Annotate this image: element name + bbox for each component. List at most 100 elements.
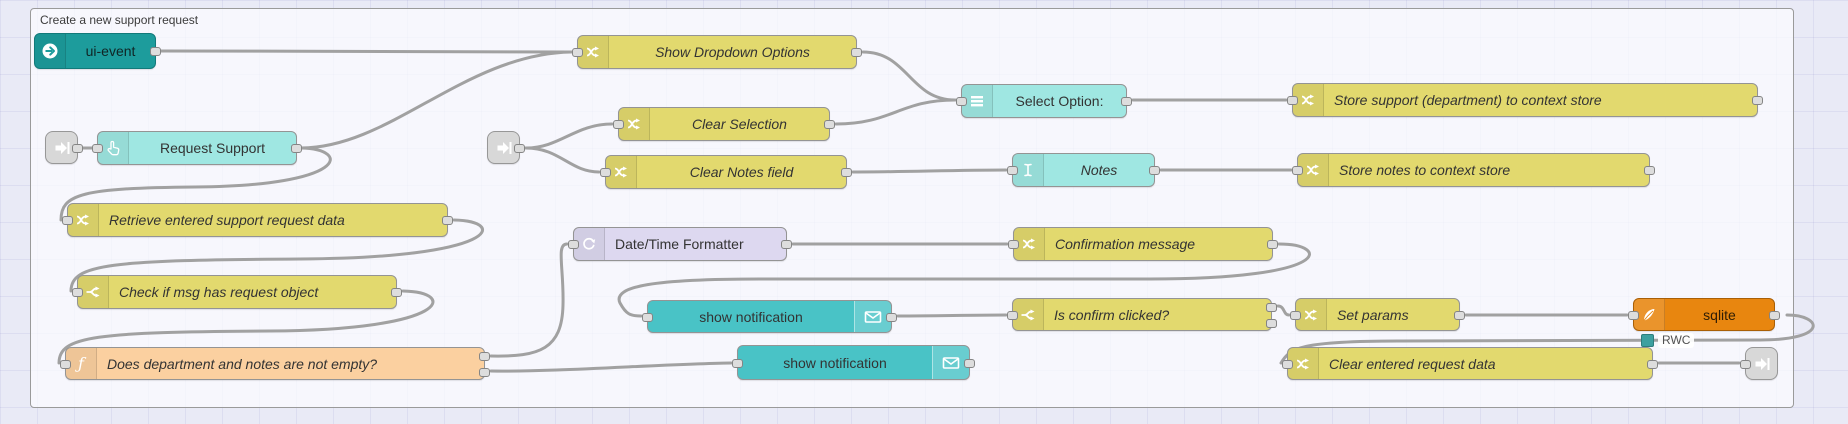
- input-port[interactable]: [1007, 166, 1018, 175]
- node-datetime-formatter[interactable]: Date/Time Formatter: [568, 227, 792, 261]
- output-port[interactable]: [1267, 240, 1278, 249]
- node-label: Set params: [1337, 306, 1409, 323]
- wire-requestsupport-retrieve[interactable]: [59, 146, 332, 222]
- output-port[interactable]: [1752, 96, 1763, 105]
- link-in-icon: [496, 140, 512, 156]
- input-port[interactable]: [1290, 311, 1301, 320]
- wire-check-doesdepartment[interactable]: [57, 289, 435, 365]
- input-port[interactable]: [613, 120, 624, 129]
- input-port[interactable]: [1628, 311, 1639, 320]
- output-port[interactable]: [391, 288, 402, 297]
- node-store-notes-context[interactable]: Store notes to context store: [1292, 153, 1655, 187]
- node-label: Is confirm clicked?: [1054, 306, 1170, 323]
- input-port[interactable]: [956, 97, 967, 106]
- node-clear-notes-field[interactable]: Clear Notes field: [600, 155, 852, 189]
- node-is-confirm-clicked[interactable]: Is confirm clicked?: [1007, 298, 1277, 331]
- input-port[interactable]: [62, 216, 73, 225]
- output-port[interactable]: [886, 313, 897, 322]
- node-retrieve-request-data[interactable]: Retrieve entered support request data: [62, 203, 453, 237]
- output-port[interactable]: [514, 144, 525, 153]
- output-port-2[interactable]: [1266, 319, 1277, 328]
- input-port[interactable]: [92, 144, 103, 153]
- input-port[interactable]: [732, 359, 743, 368]
- link-out-node[interactable]: [1740, 347, 1778, 380]
- input-port[interactable]: [1282, 360, 1293, 369]
- node-select-option[interactable]: Select Option:: [956, 84, 1132, 118]
- input-port[interactable]: [1007, 311, 1018, 320]
- output-port[interactable]: [1769, 311, 1780, 320]
- link-in-node[interactable]: [487, 131, 525, 164]
- link-out-icon: [1754, 356, 1770, 372]
- output-port[interactable]: [1149, 166, 1160, 175]
- wire-retrieve-check[interactable]: [69, 218, 485, 293]
- node-label: Notes: [1080, 162, 1118, 178]
- input-port[interactable]: [568, 240, 579, 249]
- output-port[interactable]: [841, 168, 852, 177]
- wire-showdropdown-selectoption[interactable]: [861, 50, 957, 102]
- shuffle-icon: [1288, 348, 1319, 379]
- link-in-node[interactable]: [45, 131, 83, 164]
- output-port[interactable]: [442, 216, 453, 225]
- node-label: Check if msg has request object: [119, 284, 319, 300]
- wire-uievent-showdropdown[interactable]: [157, 49, 573, 54]
- output-port[interactable]: [1121, 97, 1132, 106]
- node-notes[interactable]: Notes: [1007, 153, 1160, 187]
- output-port-2[interactable]: [479, 368, 490, 377]
- output-port-1[interactable]: [1266, 303, 1277, 312]
- sqlite-status: RWC: [1641, 333, 1695, 348]
- text-cursor-icon: [1013, 154, 1044, 186]
- input-port[interactable]: [1008, 240, 1019, 249]
- output-port[interactable]: [1454, 311, 1465, 320]
- input-port[interactable]: [1292, 166, 1303, 175]
- input-port[interactable]: [1287, 96, 1298, 105]
- clockwise-arrow-icon: [574, 228, 605, 260]
- node-show-notification[interactable]: show notification: [642, 300, 897, 333]
- input-port[interactable]: [600, 168, 611, 177]
- wire-confirmation-notification1[interactable]: [617, 242, 1311, 318]
- node-label: Confirmation message: [1055, 236, 1196, 252]
- node-label: Select Option:: [1015, 93, 1104, 109]
- group-label: Create a new support request: [40, 13, 199, 27]
- node-label: Retrieve entered support request data: [109, 212, 345, 228]
- node-ui-event[interactable]: ui-event: [34, 33, 161, 69]
- input-port[interactable]: [642, 313, 653, 322]
- node-check-request-object[interactable]: Check if msg has request object: [72, 275, 402, 309]
- wire-notification1-isconfirm[interactable]: [896, 313, 1008, 318]
- node-confirmation-message[interactable]: Confirmation message: [1008, 227, 1278, 261]
- output-port[interactable]: [291, 144, 302, 153]
- output-port[interactable]: [781, 240, 792, 249]
- wire-clearnotes-notes[interactable]: [851, 168, 1008, 174]
- node-clear-entered-request-data[interactable]: Clear entered request data: [1282, 347, 1658, 380]
- wire-doesdepartment-notification2[interactable]: [489, 361, 733, 373]
- node-sqlite[interactable]: sqlite: [1628, 298, 1780, 331]
- output-port[interactable]: [964, 359, 975, 368]
- node-show-dropdown-options[interactable]: Show Dropdown Options: [572, 35, 862, 69]
- node-request-support[interactable]: Request Support: [92, 131, 302, 165]
- wire-requestsupport-showdropdown[interactable]: [299, 50, 573, 150]
- node-label: Store support (department) to context st…: [1334, 92, 1602, 108]
- output-port[interactable]: [1647, 360, 1658, 369]
- node-clear-selection[interactable]: Clear Selection: [613, 107, 835, 141]
- node-show-notification[interactable]: show notification: [732, 345, 975, 380]
- wire-clearselection-selectoption[interactable]: [834, 98, 957, 126]
- output-port-1[interactable]: [479, 352, 490, 361]
- output-port[interactable]: [824, 120, 835, 129]
- wire-linkin2-clearnotes[interactable]: [524, 146, 601, 174]
- node-label: show notification: [699, 308, 803, 325]
- output-port[interactable]: [1644, 166, 1655, 175]
- node-store-support-context[interactable]: Store support (department) to context st…: [1287, 83, 1763, 117]
- node-label: ui-event: [85, 43, 136, 59]
- node-set-params[interactable]: Set params: [1290, 298, 1465, 331]
- output-port[interactable]: [72, 144, 83, 153]
- output-port[interactable]: [851, 48, 862, 57]
- input-port[interactable]: [72, 288, 83, 297]
- wire-isconfirm-setparams[interactable]: [1276, 304, 1291, 317]
- node-does-department-notes-check[interactable]: ƒ Does department and notes are not empt…: [60, 347, 490, 380]
- fork-icon: [78, 276, 109, 308]
- input-port[interactable]: [572, 48, 583, 57]
- input-port[interactable]: [1740, 360, 1751, 369]
- input-port[interactable]: [60, 360, 71, 369]
- output-port[interactable]: [150, 47, 161, 56]
- wire-doesdepartment-datetime[interactable]: [489, 242, 569, 358]
